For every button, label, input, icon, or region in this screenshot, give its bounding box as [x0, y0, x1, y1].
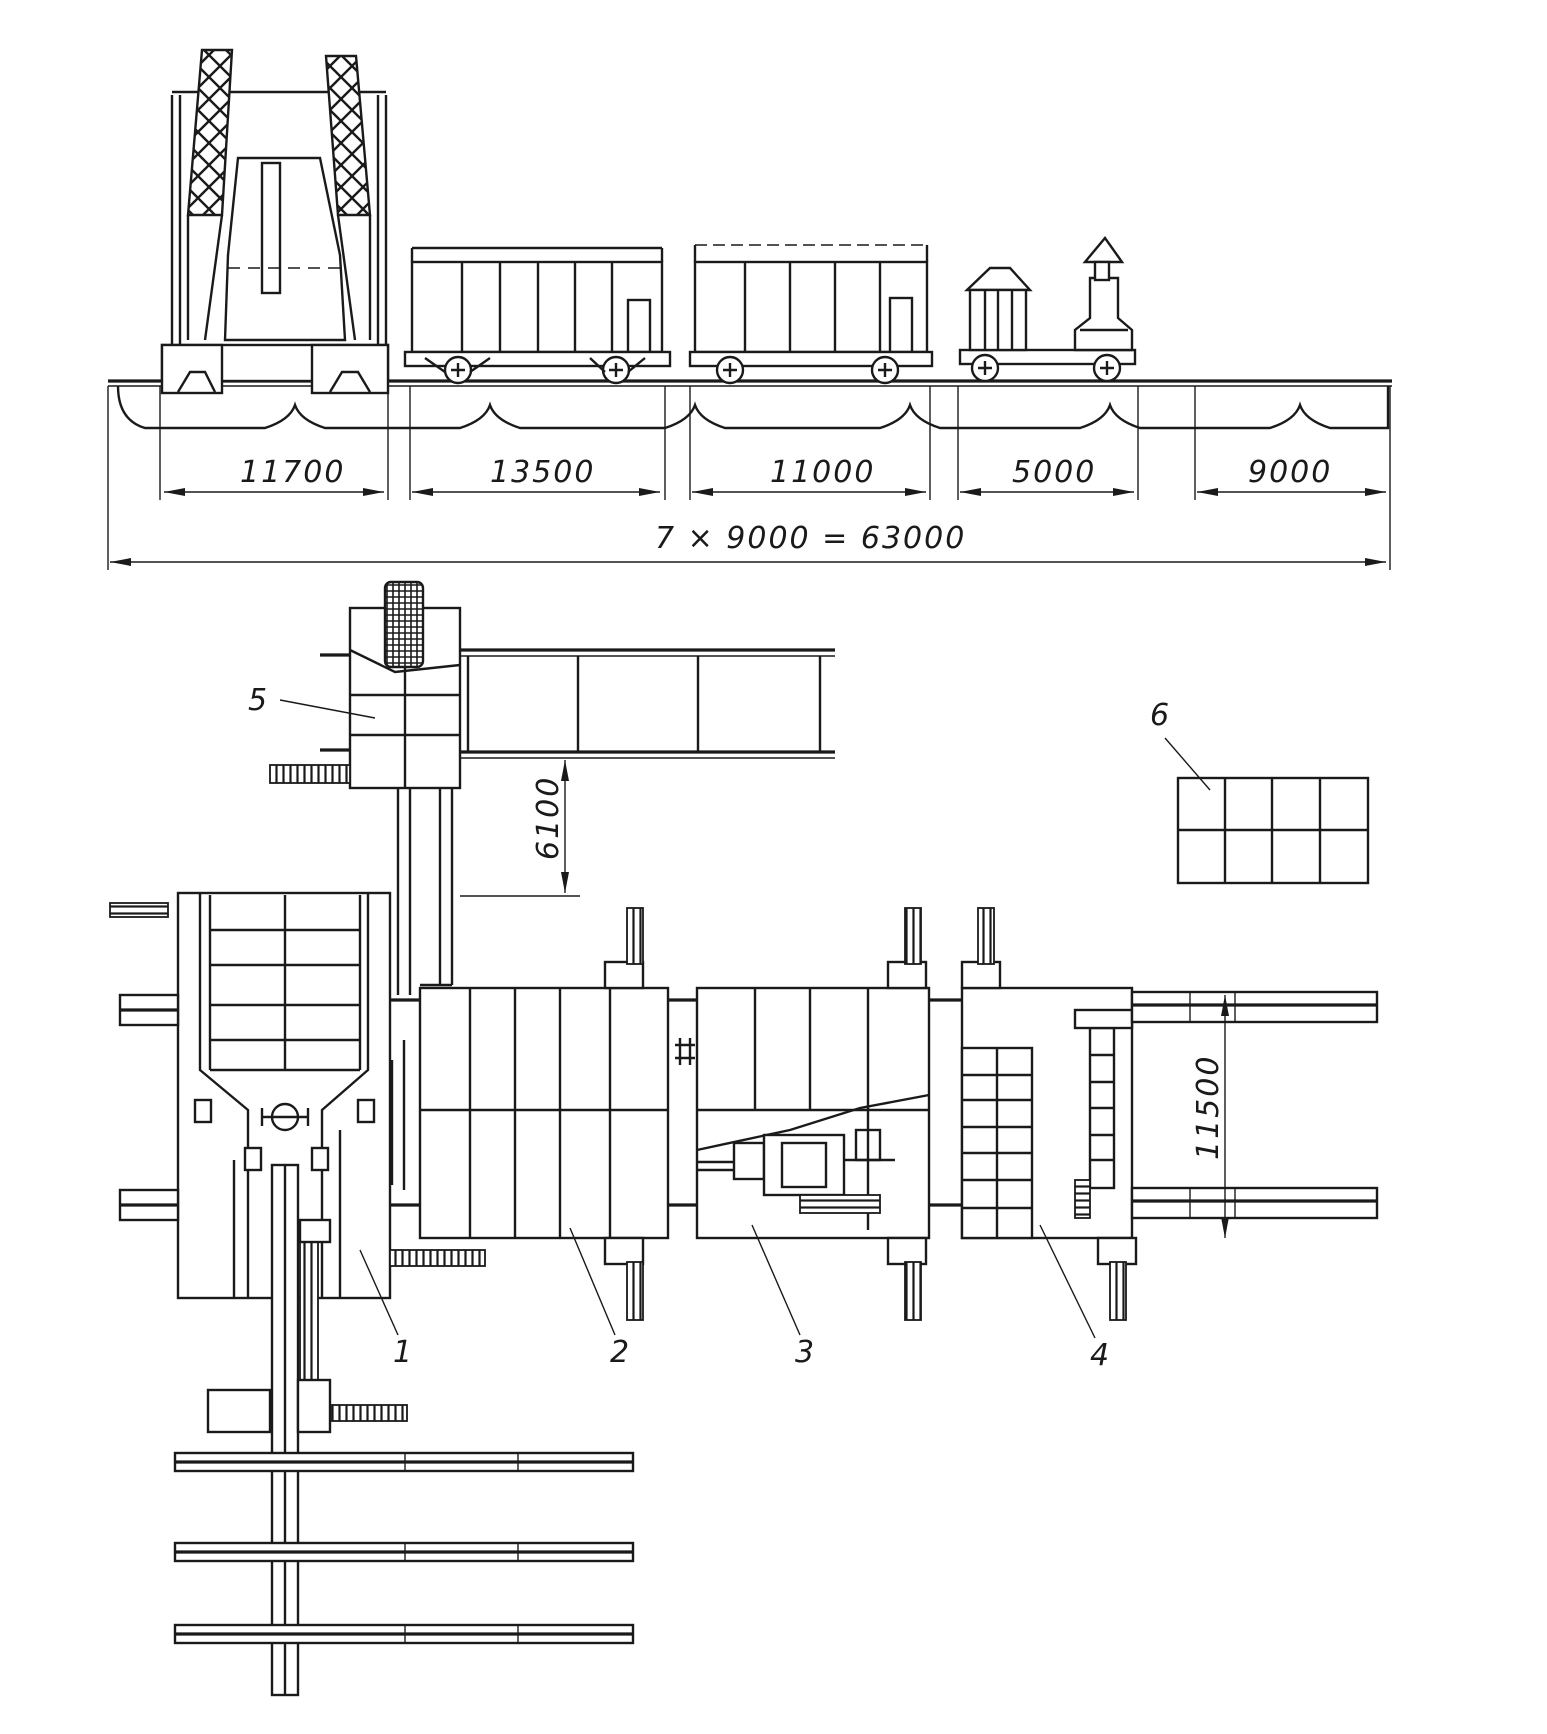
label-3: 3: [795, 1335, 814, 1370]
unit-4: [960, 907, 1379, 1321]
dim-5000: 5000: [1012, 455, 1096, 490]
cart-4: [958, 236, 1137, 383]
label-2: 2: [610, 1335, 629, 1370]
dim-11700: 11700: [240, 455, 345, 490]
unit-2: [418, 907, 670, 1321]
label-6: 6: [1150, 698, 1169, 733]
unit-6: [1176, 776, 1370, 885]
label-1: 1: [393, 1335, 412, 1370]
dim-13500: 13500: [490, 455, 595, 490]
gantry-machine: [160, 48, 390, 395]
plan-view: 5 6100 6: [109, 580, 1379, 1697]
unit-3: [695, 907, 931, 1321]
dim-11000: 11000: [770, 455, 875, 490]
dim-9000: 9000: [1248, 455, 1332, 490]
dim-6100: 6100: [531, 776, 566, 860]
wagon-3: [688, 244, 934, 385]
label-4: 4: [1090, 1338, 1109, 1373]
label-5: 5: [248, 683, 267, 718]
elevation-view: 11700 13500 11000 5000 9000 7 × 9000 = 6…: [107, 48, 1392, 570]
wagon-2: [403, 246, 672, 385]
unit-1: [109, 891, 486, 1697]
dim-total: 7 × 9000 = 63000: [655, 521, 966, 556]
unit-5: [269, 580, 835, 995]
bottom-rails: [173, 1451, 635, 1645]
dim-11500: 11500: [1191, 1055, 1226, 1160]
